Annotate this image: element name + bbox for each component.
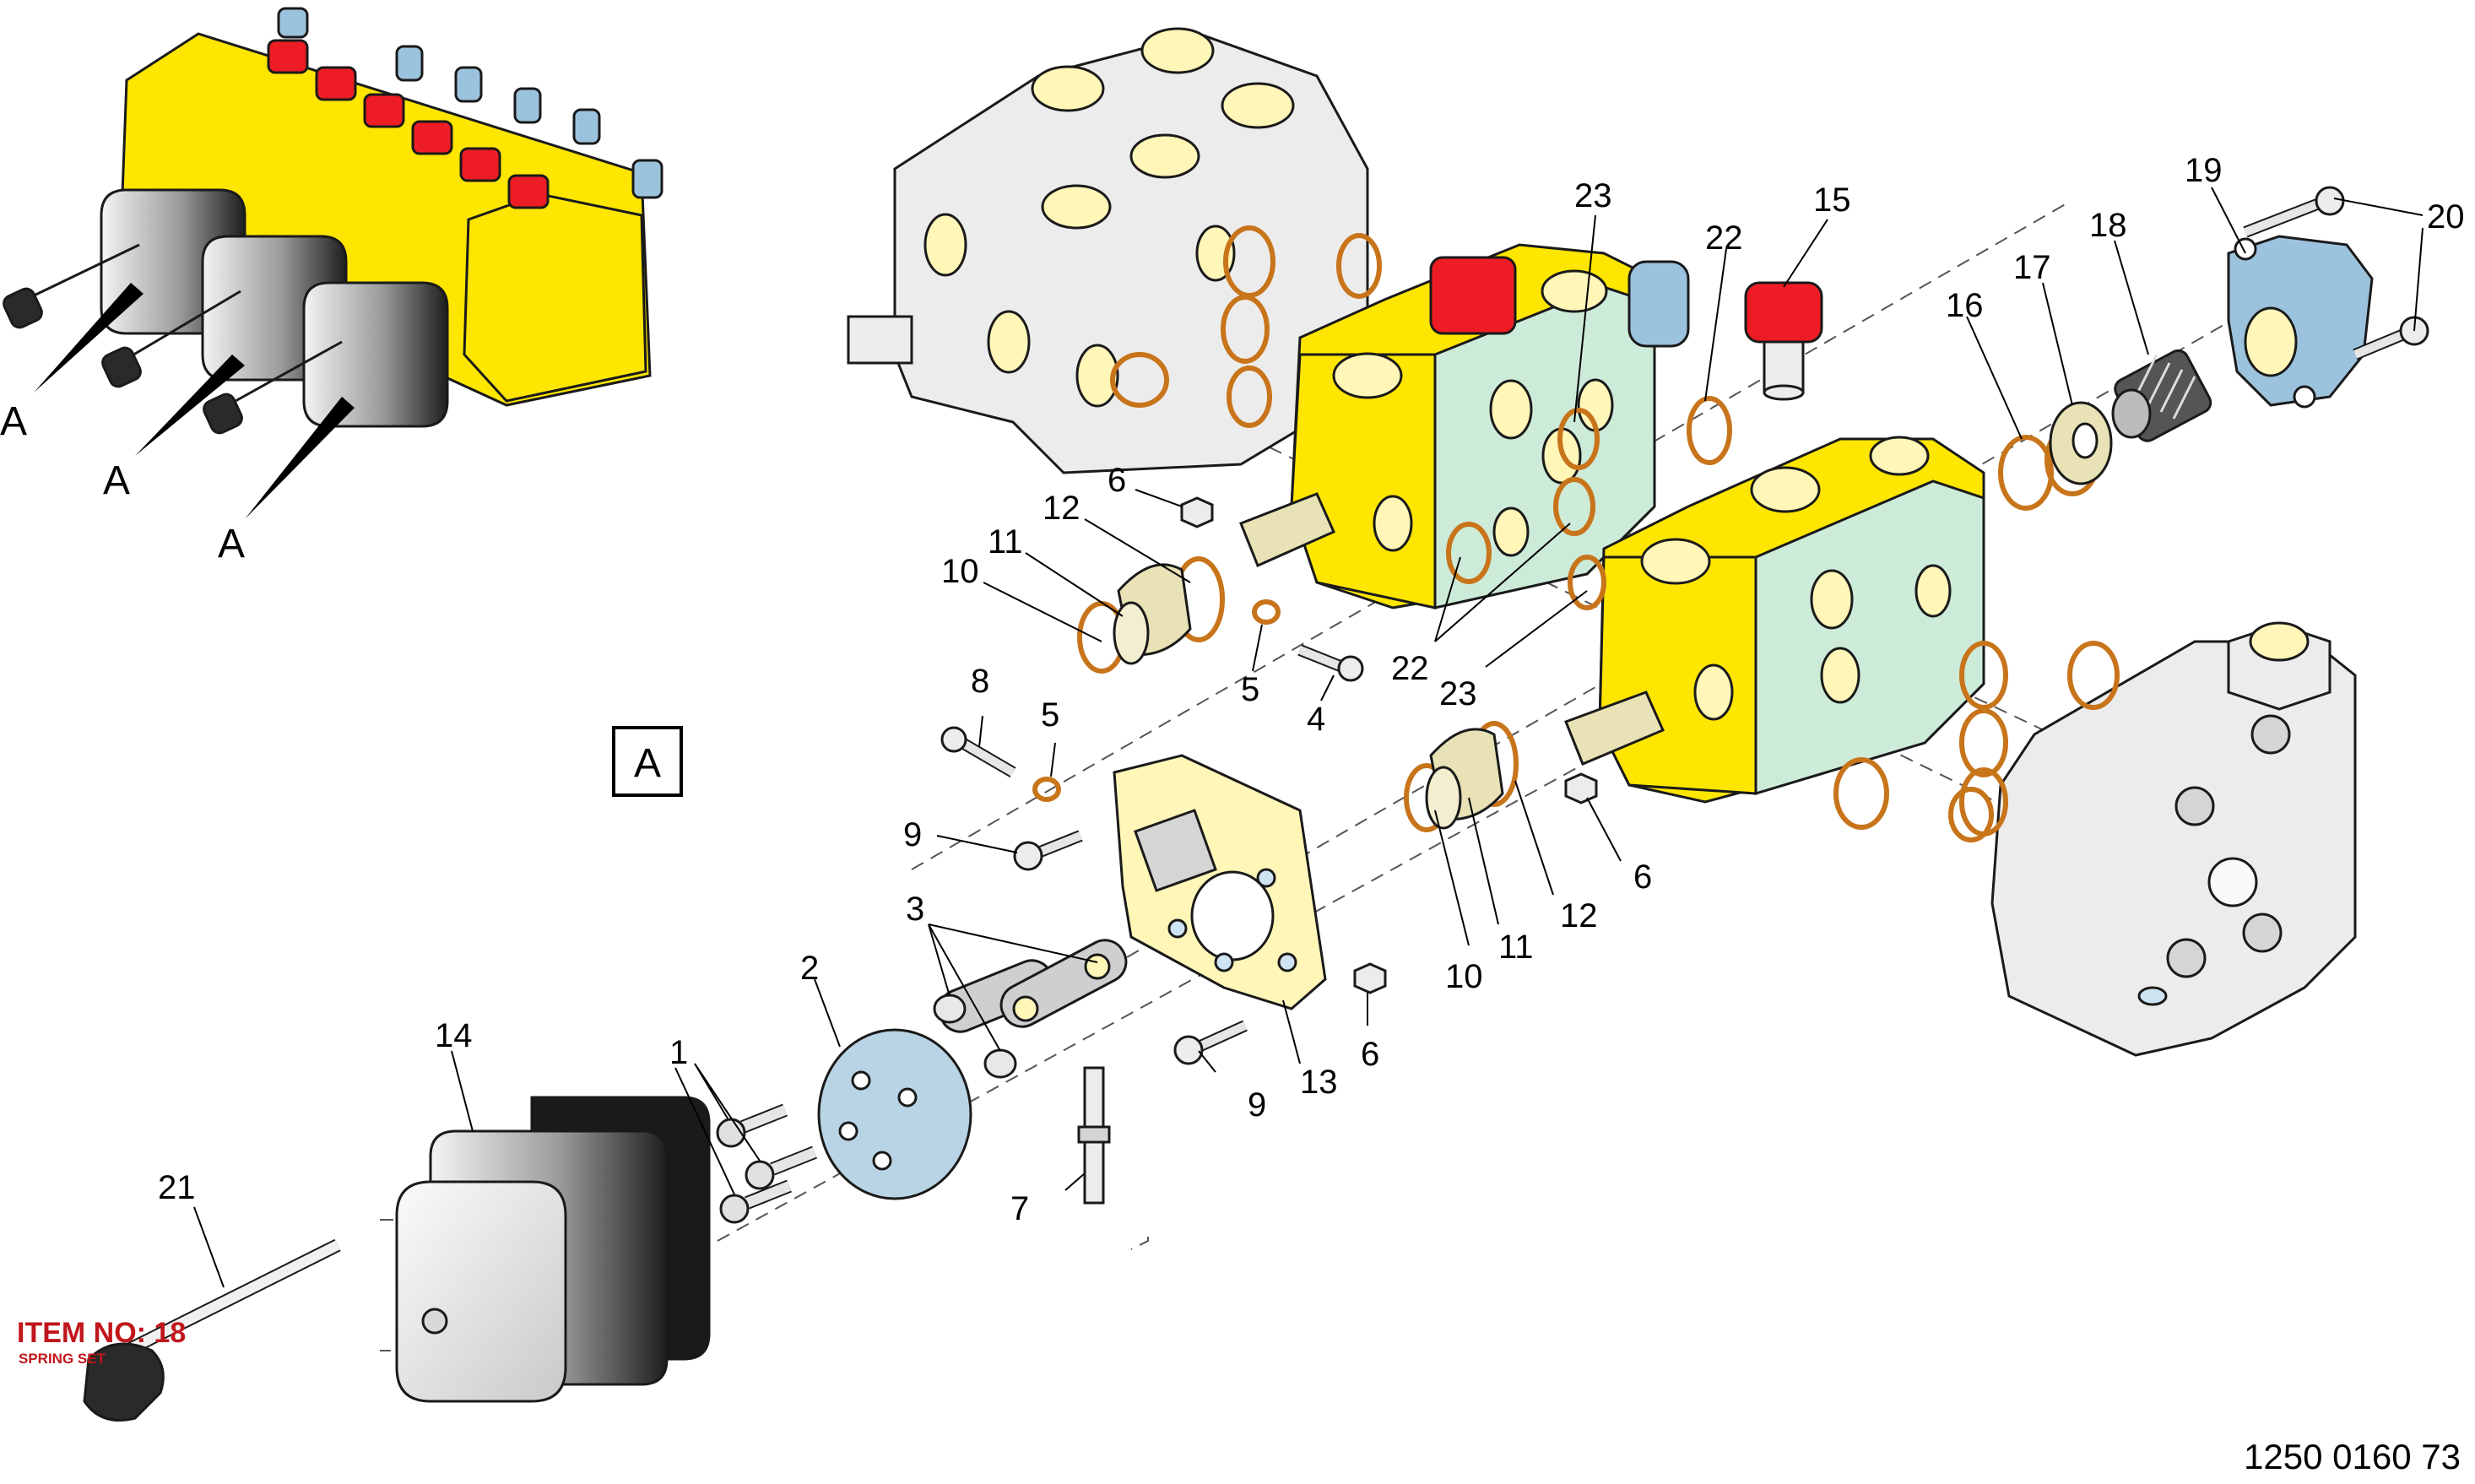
callout-6b: 6 bbox=[1633, 858, 1652, 896]
callout-11a: 11 bbox=[988, 523, 1023, 561]
callout-20: 20 bbox=[2427, 198, 2465, 236]
callout-2: 2 bbox=[800, 950, 819, 987]
lever-rod bbox=[83, 1238, 341, 1422]
callout-1: 1 bbox=[669, 1034, 688, 1071]
callout-22b: 22 bbox=[1391, 650, 1429, 687]
callout-6c: 6 bbox=[1361, 1036, 1379, 1073]
detail-view-box: A bbox=[612, 726, 683, 797]
rubber-bellows bbox=[395, 1096, 711, 1403]
callout-3: 3 bbox=[906, 891, 924, 928]
plug-15 bbox=[1744, 281, 1823, 401]
rear-valve-housing bbox=[847, 27, 1369, 474]
lower-spool-section bbox=[1564, 436, 1985, 804]
callout-4: 4 bbox=[1307, 701, 1325, 738]
callout-19: 19 bbox=[2185, 152, 2223, 189]
stamp-line-2: SPRING SET bbox=[19, 1351, 106, 1367]
callout-23b: 23 bbox=[1439, 675, 1477, 712]
callout-10a: 10 bbox=[941, 553, 979, 590]
callout-12b: 12 bbox=[1560, 897, 1598, 934]
pointer-label-a-2: A bbox=[103, 458, 130, 503]
callout-15: 15 bbox=[1813, 181, 1851, 219]
callout-10b: 10 bbox=[1445, 958, 1483, 995]
spring-assembly-parts bbox=[1998, 186, 2429, 511]
callout-6a: 6 bbox=[1108, 462, 1126, 499]
callout-23a: 23 bbox=[1574, 177, 1612, 214]
callout-7: 7 bbox=[1010, 1190, 1029, 1227]
callout-numbers: 1 2 3 4 5 5 6 6 6 7 8 9 9 10 10 11 11 12… bbox=[158, 152, 2465, 1227]
drawing-number: 1250 0160 73 bbox=[2244, 1437, 2461, 1476]
overview-valve-assembly: A A A bbox=[0, 7, 663, 566]
screws-1 bbox=[716, 1103, 817, 1224]
item-stamp: ITEM NO: 18 SPRING SET bbox=[17, 1317, 186, 1367]
callout-5b: 5 bbox=[1241, 671, 1259, 708]
callout-22a: 22 bbox=[1705, 219, 1743, 257]
callout-11b: 11 bbox=[1498, 929, 1534, 966]
stamp-line-1: ITEM NO: 18 bbox=[17, 1317, 186, 1349]
seal-holders bbox=[1113, 563, 1504, 830]
callout-9b: 9 bbox=[1248, 1086, 1266, 1124]
callout-17: 17 bbox=[2013, 249, 2051, 286]
detail-view-letter: A bbox=[634, 741, 661, 786]
callout-18: 18 bbox=[2089, 207, 2127, 244]
callout-12a: 12 bbox=[1043, 490, 1080, 527]
small-hardware bbox=[940, 496, 1598, 1205]
upper-spool-section bbox=[1239, 243, 1690, 609]
mounting-bracket bbox=[1113, 754, 1327, 1010]
flange-plate bbox=[817, 1028, 972, 1200]
callout-21: 21 bbox=[158, 1169, 196, 1206]
pointer-label-a-1: A bbox=[0, 399, 27, 444]
callout-8: 8 bbox=[971, 663, 989, 700]
leader-lines bbox=[193, 187, 2424, 1288]
callout-5a: 5 bbox=[1041, 696, 1059, 734]
lever-links bbox=[933, 939, 1128, 1079]
callout-14: 14 bbox=[435, 1017, 473, 1054]
spring-set bbox=[2111, 349, 2212, 442]
pointer-label-a-3: A bbox=[218, 522, 245, 566]
callout-13: 13 bbox=[1300, 1064, 1338, 1101]
screws-20 bbox=[2243, 186, 2429, 360]
end-cover-housing bbox=[1990, 621, 2357, 1057]
callout-16: 16 bbox=[1946, 287, 1984, 324]
callout-9a: 9 bbox=[903, 816, 922, 853]
